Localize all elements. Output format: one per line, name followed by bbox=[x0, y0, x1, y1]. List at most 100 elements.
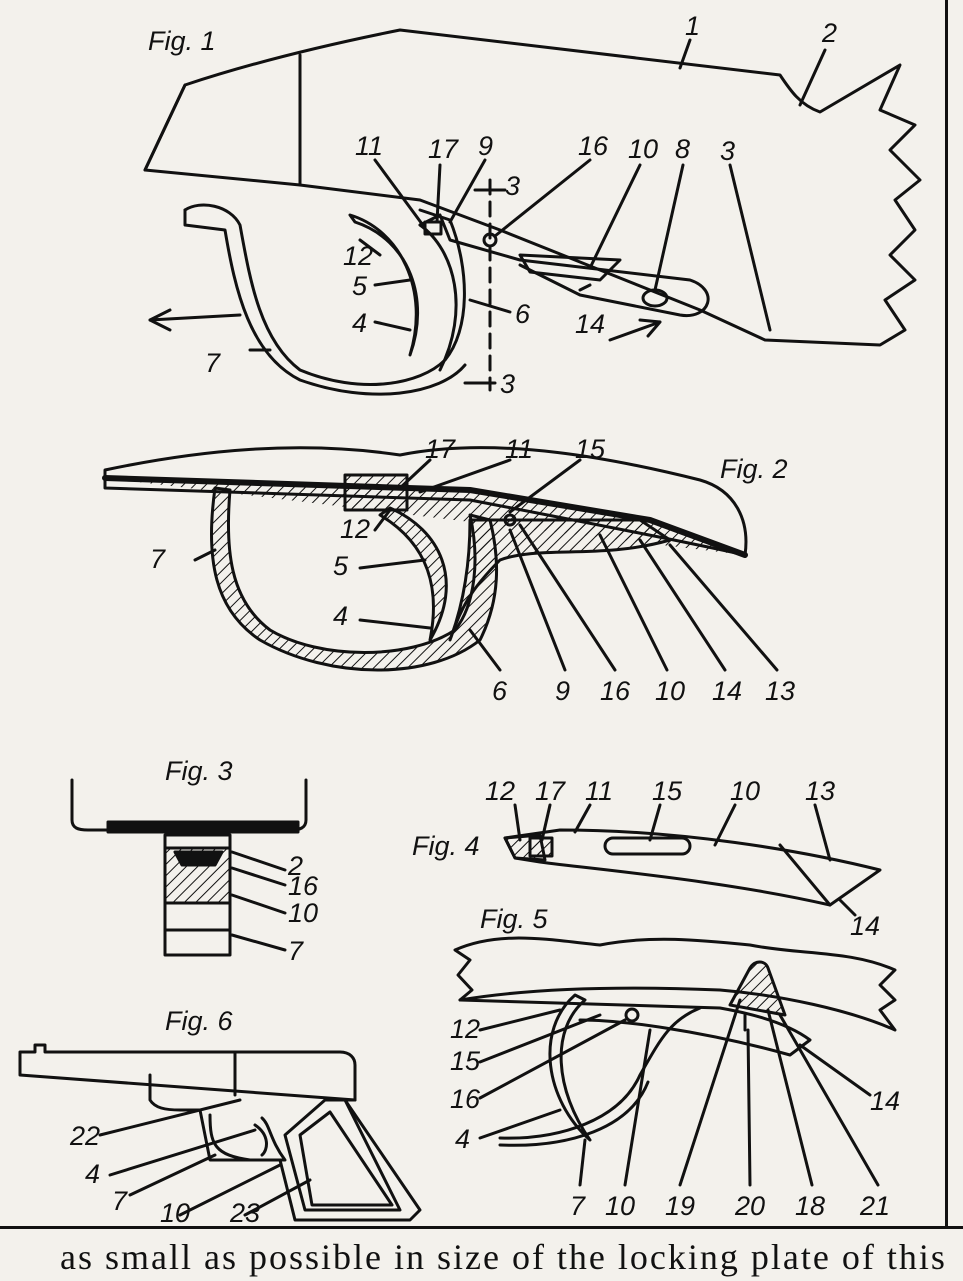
fig1-leader-10 bbox=[588, 163, 642, 270]
fig1-leader-17 bbox=[435, 163, 442, 224]
fig4-edge-13 bbox=[778, 843, 832, 907]
fig4-locking-plate bbox=[503, 828, 882, 907]
fig2-leader-7 bbox=[193, 548, 217, 562]
fig1-slot-10 bbox=[518, 253, 622, 282]
fig2-label-4: 4 bbox=[333, 601, 348, 631]
fig3-label-7: 7 bbox=[288, 936, 304, 966]
fig4-label-10: 10 bbox=[730, 776, 760, 806]
fig1-leader-3 bbox=[728, 163, 772, 332]
fig1-leader-4 bbox=[373, 320, 412, 332]
fig5-stock-outline bbox=[453, 936, 897, 1032]
fig1-stock-outline bbox=[143, 28, 922, 347]
fig4-leader-14 bbox=[838, 898, 857, 917]
fig1-label-6: 6 bbox=[515, 299, 531, 329]
fig2-title: Fig. 2 bbox=[720, 454, 788, 484]
fig4-label-17: 17 bbox=[535, 776, 566, 806]
fig2-label-5: 5 bbox=[333, 551, 349, 581]
fig1-leader-16 bbox=[493, 158, 592, 238]
fig4-label-15: 15 bbox=[652, 776, 683, 806]
fig4-label-11: 11 bbox=[585, 776, 613, 806]
fig6-title: Fig. 6 bbox=[165, 1006, 234, 1036]
fig5-label-15: 15 bbox=[450, 1046, 481, 1076]
fig6-leader-22 bbox=[98, 1098, 242, 1137]
fig4-label-12: 12 bbox=[485, 776, 515, 806]
fig3-leader-2 bbox=[230, 850, 287, 872]
fig3-leader-7 bbox=[230, 933, 287, 952]
fig5-trigger bbox=[548, 993, 592, 1142]
fig5-label-14: 14 bbox=[870, 1086, 900, 1116]
fig4-leader-13 bbox=[813, 803, 832, 862]
fig1-label-3b: 3 bbox=[505, 171, 520, 201]
fig1-leader-1 bbox=[678, 38, 692, 70]
fig5-leader-7 bbox=[578, 1138, 587, 1187]
fig5-leader-21 bbox=[778, 1013, 880, 1187]
figure-1: Fig. 1 1 2 3 3 3 11 17 9 16 10 8 12 5 4 … bbox=[143, 11, 922, 399]
fig1-label-5: 5 bbox=[352, 271, 368, 301]
fig4-leader-10 bbox=[713, 803, 737, 847]
fig1-leader-6 bbox=[468, 298, 512, 314]
fig1-leader-5 bbox=[373, 278, 412, 287]
fig1-trigger bbox=[348, 213, 419, 357]
fig6-leader-10 bbox=[178, 1163, 282, 1217]
fig4-label-14: 14 bbox=[850, 911, 880, 941]
fig1-label-12: 12 bbox=[343, 241, 373, 271]
fig2-leader-9 bbox=[508, 528, 567, 672]
fig5-label-12: 12 bbox=[450, 1014, 480, 1044]
fig6-frame bbox=[148, 1073, 422, 1222]
bottom-rule bbox=[0, 1226, 963, 1229]
fig2-leader-12 bbox=[373, 508, 392, 532]
fig1-arrow-right bbox=[608, 318, 662, 342]
fig5-title: Fig. 5 bbox=[480, 904, 549, 934]
fig4-leader-11 bbox=[573, 803, 592, 834]
right-border-line bbox=[945, 0, 948, 1226]
fig2-label-12: 12 bbox=[340, 514, 370, 544]
fig1-arrow-left bbox=[148, 308, 242, 332]
fig1-label-16: 16 bbox=[578, 131, 609, 161]
fig1-leader-11 bbox=[373, 158, 427, 230]
fig1-label-17: 17 bbox=[428, 134, 459, 164]
fig1-leader-8 bbox=[653, 163, 685, 292]
fig1-trigger-guard-inner bbox=[183, 208, 467, 396]
fig6-grip-inner bbox=[298, 1110, 394, 1207]
fig4-leader-17 bbox=[540, 803, 552, 842]
fig5-leader-15 bbox=[478, 1013, 602, 1064]
fig5-pin-16 bbox=[624, 1007, 640, 1023]
fig2-label-16: 16 bbox=[600, 676, 631, 706]
fig1-trigger-spring bbox=[418, 223, 458, 372]
fig1-label-11: 11 bbox=[355, 131, 383, 161]
fig5-label-10: 10 bbox=[605, 1191, 635, 1221]
fig3-top-plate bbox=[106, 820, 300, 834]
fig3-leader-10 bbox=[230, 893, 287, 915]
fig6-label-23: 23 bbox=[229, 1198, 260, 1228]
fig1-locking-plate bbox=[418, 213, 710, 318]
fig1-label-7: 7 bbox=[205, 348, 221, 378]
figure-6: Fig. 6 22 4 7 10 23 bbox=[18, 1006, 422, 1228]
fig1-label-1: 1 bbox=[685, 11, 700, 41]
fig1-leader-2 bbox=[798, 48, 827, 107]
fig3-label-16: 16 bbox=[288, 871, 319, 901]
fig2-leader-10 bbox=[598, 533, 669, 672]
fig5-label-18: 18 bbox=[795, 1191, 825, 1221]
fig3-pin-16 bbox=[173, 850, 224, 867]
fig6-label-22: 22 bbox=[69, 1121, 100, 1151]
fig3-label-2: 2 bbox=[287, 851, 303, 881]
fig1-leader-12 bbox=[358, 238, 382, 257]
fig1-label-14: 14 bbox=[575, 309, 605, 339]
fig5-leader-12 bbox=[478, 1008, 562, 1032]
figure-2: Fig. 2 17 11 15 12 7 5 4 6 9 16 10 14 13 bbox=[102, 434, 795, 706]
fig1-title: Fig. 1 bbox=[148, 26, 216, 56]
fig5-leader-10 bbox=[623, 1028, 652, 1187]
fig6-trigger bbox=[253, 1123, 268, 1157]
fig5-leader-20 bbox=[746, 1028, 752, 1187]
fig2-trigger bbox=[378, 506, 448, 642]
fig3-label-10: 10 bbox=[288, 898, 318, 928]
fig2-label-17: 17 bbox=[425, 434, 456, 464]
fig1-leader-14 bbox=[578, 283, 592, 292]
fig1-label-8: 8 bbox=[675, 134, 690, 164]
fig5-leader-14 bbox=[798, 1043, 872, 1097]
fig6-leader-23 bbox=[243, 1178, 312, 1217]
fig5-screw-block bbox=[728, 960, 787, 1017]
fig1-label-3c: 3 bbox=[500, 369, 515, 399]
fig2-label-7: 7 bbox=[150, 544, 166, 574]
